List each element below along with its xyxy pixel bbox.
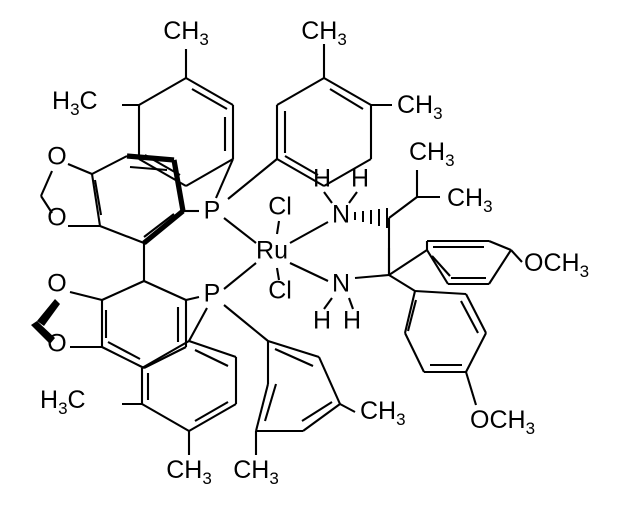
bond-ru-to-cl-lower xyxy=(275,267,281,281)
bond-aryl-to-p-upper xyxy=(215,158,234,199)
bond-cq-to-aryl-lower xyxy=(388,274,416,292)
hashed-wedge-stereobond xyxy=(354,208,388,228)
label-ruthenium: Ru xyxy=(256,237,288,265)
label-oxygen-dioxole-upper-1: O xyxy=(47,143,66,171)
label-chloride-upper: Cl xyxy=(268,193,292,221)
bond-aryl-to-och3-upper xyxy=(510,249,523,263)
label-h3c-xylyl3-left: H3C xyxy=(40,386,86,418)
label-hydrogen-n-lower-right: H xyxy=(343,307,361,335)
bond-cq-to-aryl-upper xyxy=(388,249,428,276)
label-ch3-isopropyl-top: CH3 xyxy=(409,138,455,170)
bond-n-lower-to-cq xyxy=(354,273,390,280)
label-oxygen-dioxole-lower-1: O xyxy=(47,270,66,298)
benzodioxole-ring-upper xyxy=(40,153,199,281)
label-ch3-xylyl3-bottom: CH3 xyxy=(166,456,212,488)
label-ch3-xylyl4-right: CH3 xyxy=(360,397,406,429)
label-hydrogen-n-upper-right: H xyxy=(351,165,369,193)
label-ch3-xylyl2-top: CH3 xyxy=(301,17,347,49)
ruthenium-coordination-bonds xyxy=(223,217,329,290)
label-ch3-xylyl2-right: CH3 xyxy=(397,91,443,123)
xylyl-ring-bottom-right xyxy=(223,304,356,455)
label-och3-lower: OCH3 xyxy=(470,406,535,438)
diamine-backbone xyxy=(354,170,440,280)
bond-aryl-to-och3-lower xyxy=(464,371,478,406)
bond-ru-to-n-lower xyxy=(289,262,329,282)
bond-p-lower-to-aryl3 xyxy=(188,307,208,342)
bond-n-upper-h-right xyxy=(348,191,358,204)
label-phosphorus-upper: P xyxy=(204,197,221,225)
bond-p-upper-to-ru xyxy=(223,217,257,244)
bond-p-lower-to-ru xyxy=(223,262,257,290)
bond-dioxole-to-p-lower xyxy=(185,295,200,302)
bond-ru-to-n-upper xyxy=(289,221,329,244)
label-nitrogen-upper: N xyxy=(332,201,350,229)
bond-ru-to-cl-upper xyxy=(275,220,281,235)
label-chloride-lower: Cl xyxy=(268,277,292,305)
label-hydrogen-n-lower-left: H xyxy=(313,307,331,335)
bond-aryl2-to-p-upper xyxy=(227,158,278,200)
bond-n-lower-h-right xyxy=(348,297,354,310)
bond-ch-to-ipr xyxy=(388,196,418,219)
label-ch3-isopropyl-right: CH3 xyxy=(447,184,493,216)
label-nitrogen-lower: N xyxy=(332,270,350,298)
label-phosphorus-lower: P xyxy=(204,280,221,308)
label-oxygen-dioxole-upper-2: O xyxy=(47,204,66,232)
methoxyphenyl-ring-upper xyxy=(388,239,523,286)
atom-text-labels: CH3 CH3 H3C CH3 O O O O P P Cl Cl Ru N N xyxy=(40,17,589,488)
label-oxygen-dioxole-lower-2: O xyxy=(47,330,66,358)
label-ch3-xylyl4-bottom: CH3 xyxy=(233,456,279,488)
bond-n-lower-h-left xyxy=(323,297,333,310)
bond-p-lower-to-aryl4 xyxy=(223,304,269,342)
label-och3-upper: OCH3 xyxy=(524,249,589,281)
label-hydrogen-n-upper-left: H xyxy=(313,165,331,193)
xylyl-ring-top-right xyxy=(227,44,392,200)
bond-n-upper-h-left xyxy=(323,191,333,204)
amine-hydrogen-bonds xyxy=(323,191,358,310)
label-h3c-xylyl1-left: H3C xyxy=(52,87,98,119)
bond-to-ch3-bottom-right xyxy=(339,403,356,413)
benzodioxole-ring-lower xyxy=(31,280,200,369)
xylyl-ring-bottom-left xyxy=(122,307,238,455)
methoxyphenyl-ring-lower xyxy=(388,274,487,406)
label-ch3-xylyl1-top: CH3 xyxy=(163,17,209,49)
